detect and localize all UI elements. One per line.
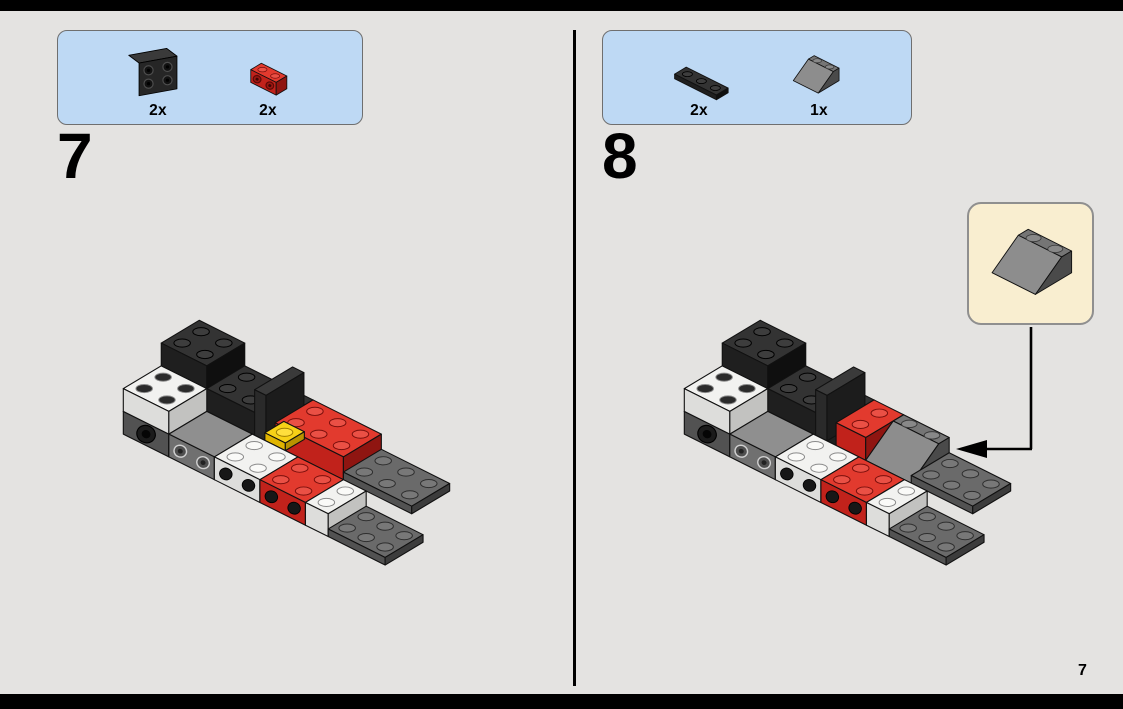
callout-arrow	[956, 327, 1033, 458]
step-7-assembly-illustration	[122, 319, 451, 566]
column-divider	[573, 30, 576, 686]
step-7-parts-box: 2x 2x	[57, 30, 363, 125]
gray-slope-icon	[792, 55, 840, 94]
step-8-parts-box: 2x 1x	[602, 30, 912, 125]
red-side-stud-brick-icon	[250, 62, 288, 96]
part-count: 2x	[149, 102, 167, 119]
part-gray-slope: 1x	[788, 50, 850, 120]
part-red-side-stud-brick: 2x	[243, 56, 293, 120]
part-black-bracket: 2x	[127, 44, 189, 120]
step-7-number: 7	[57, 120, 93, 192]
black-plate-1x3-icon	[674, 66, 729, 101]
bottom-bar	[0, 694, 1123, 709]
new-part-callout	[967, 202, 1094, 325]
part-count: 2x	[690, 102, 708, 119]
part-count: 1x	[810, 102, 828, 119]
part-count: 2x	[259, 102, 277, 119]
part-black-plate-1x3: 2x	[664, 59, 734, 120]
black-bracket-icon	[128, 47, 178, 97]
step-8-number: 8	[602, 120, 638, 192]
step-8-assembly-illustration	[683, 319, 1012, 566]
page-number: 7	[1078, 662, 1087, 679]
callout-slope-icon	[991, 228, 1072, 295]
top-bar	[0, 0, 1123, 11]
